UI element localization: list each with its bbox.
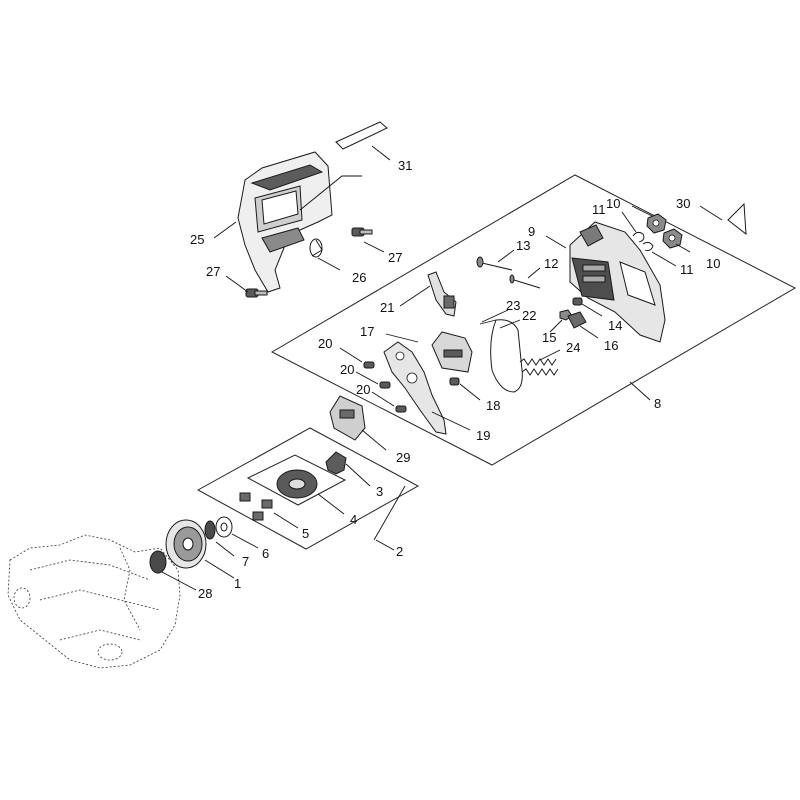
callout-27b: 27 xyxy=(206,264,220,279)
callout-6: 6 xyxy=(262,546,269,561)
part-1-clutch-drum xyxy=(165,519,207,569)
callout-2: 2 xyxy=(396,544,403,559)
callout-12: 12 xyxy=(544,256,558,271)
part-6-washer xyxy=(215,516,233,538)
callout-26: 26 xyxy=(352,270,366,285)
callout-16: 16 xyxy=(604,338,618,353)
part-14-screw xyxy=(572,297,583,306)
part-18-screw xyxy=(449,377,460,386)
part-4-clutch xyxy=(276,469,318,499)
group-frame-4 xyxy=(246,454,347,506)
part-10-nut-upper xyxy=(646,213,667,234)
callout-9: 9 xyxy=(528,224,535,239)
callout-labels: 1 2 3 4 5 6 7 8 9 10 10 11 11 12 13 14 1… xyxy=(190,158,720,601)
part-20-screw-a xyxy=(363,361,375,369)
callout-10a: 10 xyxy=(606,196,620,211)
part-11-clip-lower xyxy=(642,241,654,251)
callout-28: 28 xyxy=(198,586,212,601)
callout-11a: 11 xyxy=(592,202,606,217)
callout-14: 14 xyxy=(608,318,622,333)
callout-27a: 27 xyxy=(388,250,402,265)
part-19-brake-lever xyxy=(383,341,447,435)
group-frame-8 xyxy=(270,174,797,466)
part-3-clutch-part xyxy=(325,451,347,475)
callout-11b: 11 xyxy=(680,262,694,277)
callout-20b: 20 xyxy=(340,362,354,377)
part-13-bolt xyxy=(476,256,513,271)
part-16-adjuster xyxy=(567,311,587,329)
callout-24: 24 xyxy=(566,340,580,355)
callout-1: 1 xyxy=(234,576,241,591)
part-27-screw-lower xyxy=(245,288,268,298)
part-17-plate xyxy=(431,331,473,373)
callout-22: 22 xyxy=(522,308,536,323)
callout-21: 21 xyxy=(380,300,394,315)
engine-housing-reference xyxy=(7,534,181,669)
part-5-spring-a xyxy=(239,492,251,502)
part-21-lever xyxy=(427,271,457,317)
callout-5: 5 xyxy=(302,526,309,541)
part-20-screw-c xyxy=(395,405,407,413)
callout-25: 25 xyxy=(190,232,204,247)
callout-23: 23 xyxy=(506,298,520,313)
callout-13: 13 xyxy=(516,238,530,253)
part-12-pin xyxy=(509,274,541,289)
callout-29: 29 xyxy=(396,450,410,465)
callout-3: 3 xyxy=(376,484,383,499)
callout-10b: 10 xyxy=(706,256,720,271)
callout-20c: 20 xyxy=(356,382,370,397)
group-frame-2 xyxy=(196,427,420,550)
part-27-screw-upper xyxy=(351,227,373,237)
part-24-spring xyxy=(519,358,559,376)
callout-18: 18 xyxy=(486,398,500,413)
part-11-clip-upper xyxy=(632,231,645,243)
part-5-spring-c xyxy=(252,511,264,521)
part-25-hand-guard xyxy=(237,151,333,293)
callout-7: 7 xyxy=(242,554,249,569)
part-20-screw-b xyxy=(379,381,391,389)
callout-8: 8 xyxy=(654,396,661,411)
callout-17: 17 xyxy=(360,324,374,339)
callout-19: 19 xyxy=(476,428,490,443)
part-10-nut-lower xyxy=(662,228,683,249)
part-28-sprocket xyxy=(149,550,167,574)
callout-15: 15 xyxy=(542,330,556,345)
part-9-side-cover xyxy=(569,221,666,343)
part-30-triangle xyxy=(727,202,747,236)
part-23-band-clip xyxy=(479,319,497,325)
callout-4: 4 xyxy=(350,512,357,527)
part-29-guide-plate xyxy=(329,395,366,441)
part-26-clip xyxy=(309,238,323,258)
part-31-label xyxy=(335,121,388,150)
part-7-bearing xyxy=(204,520,216,540)
callout-31: 31 xyxy=(398,158,412,173)
leader-lines xyxy=(161,145,723,591)
callout-30: 30 xyxy=(676,196,690,211)
part-5-spring-b xyxy=(261,499,273,509)
part-22-brake-band xyxy=(490,319,523,393)
callout-20a: 20 xyxy=(318,336,332,351)
